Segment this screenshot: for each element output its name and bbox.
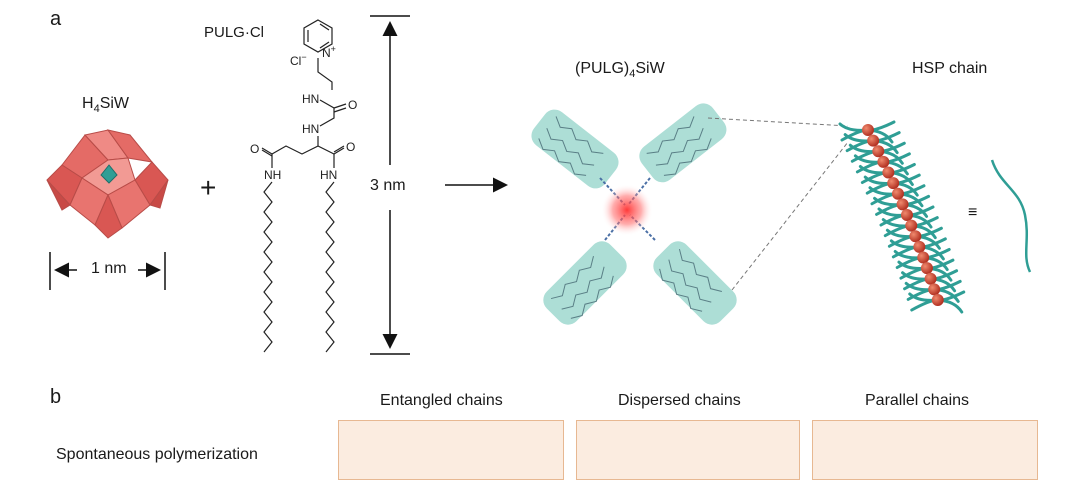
urea-oxygen: O [348, 98, 358, 112]
plus-sign: + [200, 172, 217, 203]
three-nm-dimension [370, 15, 410, 355]
urea-nh-upper: HN [302, 92, 320, 106]
hsp-chain-label: HSP chain [912, 60, 988, 77]
polyoxometalate-cluster [46, 129, 169, 239]
dispersed-chains-box [576, 420, 800, 480]
column-entangled-chains: Entangled chains [380, 392, 503, 409]
hsp-bead [931, 294, 944, 306]
chloride-counter-ion: Cl− [290, 52, 307, 68]
chloride-symbol: Cl [290, 54, 302, 68]
pyridinium-n-symbol: N [322, 46, 331, 60]
complex-arm-upper-right [639, 103, 727, 183]
equivalence-symbol: ≡ [968, 204, 978, 221]
amide-nh-right: HN [320, 168, 338, 182]
h4siw-label-main: H [82, 95, 94, 112]
hsp-bead [920, 262, 933, 275]
hsp-bead [917, 251, 930, 264]
complex-core-glow [601, 184, 653, 236]
entangled-chains-box [338, 420, 564, 480]
complex-arm-lower-left [543, 241, 627, 325]
hsp-bead [891, 187, 904, 200]
three-nm-label: 3 nm [367, 177, 409, 195]
zoom-guide-lines [707, 117, 849, 291]
h4siw-label-sub: 4 [93, 103, 100, 116]
pulg4siw-label-sub: 4 [629, 68, 636, 81]
hsp-bead [867, 134, 880, 147]
hsp-bead [905, 219, 918, 232]
hsp-chain [838, 120, 966, 314]
pulg-structure [261, 19, 347, 353]
parallel-chains-box [812, 420, 1038, 480]
column-parallel-chains: Parallel chains [865, 392, 970, 409]
pulg4siw-label-main: (PULG) [575, 60, 630, 77]
hsp-bead [862, 124, 874, 136]
pyridinium-charge: + [330, 44, 336, 54]
hsp-bead [877, 155, 890, 168]
hsp-bead [913, 240, 926, 253]
amide-nh-left: NH [264, 168, 282, 182]
h4siw-label-rest: SiW [99, 95, 130, 112]
panel-b-letter: b [50, 386, 62, 408]
column-dispersed-chains: Dispersed chains [618, 392, 741, 409]
one-nm-label: 1 nm [89, 260, 129, 278]
pyridinium-nitrogen: N+ [322, 44, 336, 60]
panel-a-letter: a [50, 8, 62, 30]
spontaneous-polymerization-label: Spontaneous polymerization [56, 446, 258, 463]
chloride-charge: − [301, 52, 307, 62]
complex-arm-upper-left [531, 109, 619, 189]
hsp-bead [872, 145, 885, 158]
one-nm-scale-bar [49, 252, 166, 290]
urea-nh-lower: HN [302, 122, 320, 136]
h4siw-label: H4SiW [82, 95, 129, 115]
hsp-bead [882, 166, 895, 179]
complex-arm-lower-right [653, 241, 737, 325]
hsp-bead [900, 209, 913, 221]
hsp-bead [924, 272, 937, 285]
amide-oxygen-right: O [346, 140, 356, 154]
pulg4siw-complex [531, 103, 737, 325]
amide-oxygen-left: O [250, 142, 260, 156]
pulg-cl-label: PULG·Cl [204, 24, 265, 41]
hsp-bead [896, 198, 909, 211]
pulg4siw-label: (PULG)4SiW [575, 60, 665, 80]
hsp-bead [928, 283, 941, 296]
hsp-bead [887, 177, 900, 190]
hsp-bead [909, 230, 922, 243]
simplified-chain-line [990, 159, 1032, 273]
pulg4siw-label-rest: SiW [635, 60, 665, 77]
